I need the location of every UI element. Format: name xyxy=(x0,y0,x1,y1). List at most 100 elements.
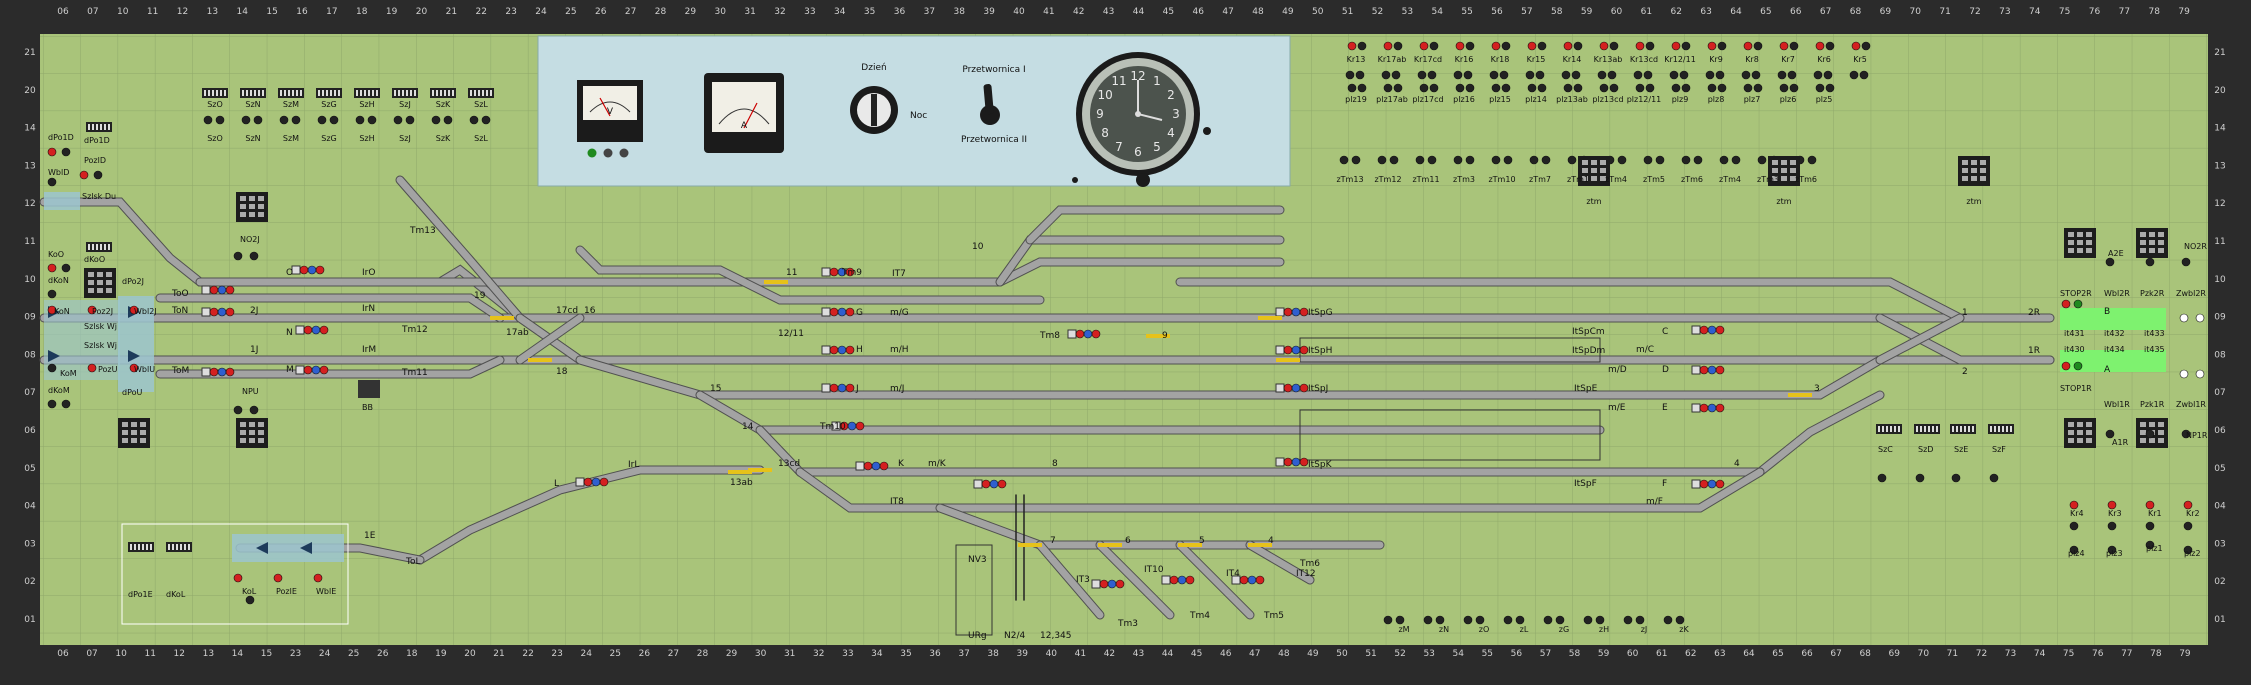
right-lamp-13 xyxy=(2195,369,2205,379)
ruler-bottom-25: 25 xyxy=(610,649,621,659)
left-lamp-18 xyxy=(233,405,243,415)
ztm-keypad-1-key xyxy=(1781,176,1787,181)
kr-lamp-Kr5 xyxy=(1851,41,1861,51)
signal-h[interactable] xyxy=(821,345,831,355)
kr-lamp-Kr13 xyxy=(1347,41,1357,51)
signal-n[interactable] xyxy=(295,325,305,335)
label-irl: IrL xyxy=(628,460,639,470)
track-k[interactable] xyxy=(756,391,1884,476)
label-10: 10 xyxy=(972,242,984,252)
track-tm10[interactable] xyxy=(696,391,1604,434)
label-17cd: 17cd xyxy=(556,306,578,316)
ruler-top-36: 36 xyxy=(894,7,906,17)
signal-tm8[interactable] xyxy=(1067,329,1077,339)
right-lamp-19 xyxy=(2107,500,2117,510)
sz-button-SzN[interactable] xyxy=(240,88,266,98)
dkoo-chip[interactable] xyxy=(86,242,112,252)
szf-chip[interactable] xyxy=(1988,424,2014,434)
sz-button-SzH[interactable] xyxy=(354,88,380,98)
label-tm10: Tm10 xyxy=(819,422,846,432)
ztm-label-0: zTm13 xyxy=(1336,175,1363,184)
label-h: H xyxy=(856,345,863,355)
right-lamp-0 xyxy=(2061,299,2071,309)
signal-c[interactable] xyxy=(1691,325,1701,335)
label-17ab: 17ab xyxy=(506,328,529,338)
converter-switch[interactable]: Przetwornica I Przetwornica II xyxy=(961,65,1027,145)
signal-it8[interactable] xyxy=(973,479,983,489)
signal-j[interactable] xyxy=(821,383,831,393)
signal-k[interactable] xyxy=(855,461,865,471)
signal-11[interactable] xyxy=(821,267,831,277)
track-tom[interactable] xyxy=(156,356,504,378)
no2r-keypad-key xyxy=(2140,240,2146,245)
signal-itspg[interactable] xyxy=(1275,307,1285,317)
track-x3[interactable] xyxy=(1876,314,2054,364)
sz-button-SzK[interactable] xyxy=(430,88,456,98)
szc-chip[interactable] xyxy=(1876,424,1902,434)
ztm-lamp2-9 xyxy=(1693,155,1703,165)
ruler-bottom-24: 24 xyxy=(319,649,331,659)
dpo1d-chip-pin xyxy=(96,124,98,130)
track-l[interactable] xyxy=(416,466,764,564)
signal-o-red xyxy=(299,265,309,275)
clock-numeral: 8 xyxy=(1101,126,1109,140)
sze-chip[interactable] xyxy=(1950,424,1976,434)
track-x4[interactable] xyxy=(1876,314,1964,364)
track-c[interactable] xyxy=(1176,278,1964,322)
sz-lamp2-SzK xyxy=(443,115,453,125)
sz-button-SzJ[interactable] xyxy=(392,88,418,98)
signal-itsph[interactable] xyxy=(1275,345,1285,355)
signal-d[interactable] xyxy=(1691,365,1701,375)
ztm-label-8: zTm5 xyxy=(1643,175,1665,184)
bb-box[interactable] xyxy=(358,380,380,398)
szd-chip[interactable] xyxy=(1914,424,1940,434)
signal-o[interactable] xyxy=(291,265,301,275)
a2e-keypad-key xyxy=(2068,232,2074,237)
track-it8[interactable] xyxy=(796,468,1764,512)
signal-ton[interactable] xyxy=(201,307,211,317)
sz-button-SzO[interactable] xyxy=(202,88,228,98)
signal-too[interactable] xyxy=(201,285,211,295)
signal-it10[interactable] xyxy=(1161,575,1171,585)
signal-g[interactable] xyxy=(821,307,831,317)
ruler-bottom-73: 73 xyxy=(2005,649,2016,659)
ruler-top-20: 20 xyxy=(416,7,428,17)
track-ton[interactable] xyxy=(156,294,504,322)
track-it3[interactable] xyxy=(1036,541,1104,619)
signal-m[interactable] xyxy=(295,365,305,375)
signal-tom[interactable] xyxy=(201,367,211,377)
signal-11-red xyxy=(829,267,839,277)
kr-lamp-b-Kr6 xyxy=(1813,70,1823,80)
signal-e[interactable] xyxy=(1691,403,1701,413)
track-stub-15[interactable] xyxy=(576,246,1044,304)
track-it4[interactable] xyxy=(1176,541,1254,619)
signal-it3[interactable] xyxy=(1091,579,1101,589)
ztm-keypad-1-key xyxy=(1790,176,1796,181)
sz-button-SzG[interactable] xyxy=(316,88,342,98)
ammeter: A xyxy=(704,73,784,153)
track-it12[interactable] xyxy=(1246,541,1314,584)
label-11: 11 xyxy=(786,268,797,278)
dpo2j-keypad-key xyxy=(106,272,112,277)
track-x2[interactable] xyxy=(516,314,584,364)
label-stop2r: STOP2R xyxy=(2060,289,2092,298)
signal-f[interactable] xyxy=(1691,479,1701,489)
track-it10[interactable] xyxy=(1096,541,1174,619)
sz-button-SzM[interactable] xyxy=(278,88,304,98)
dkol-chip[interactable] xyxy=(166,542,192,552)
dpo1d-chip[interactable] xyxy=(86,122,112,132)
signal-l[interactable] xyxy=(575,477,585,487)
label-tm5: Tm5 xyxy=(1263,611,1284,621)
dpo1e-chip[interactable] xyxy=(128,542,154,552)
signal-k-red xyxy=(863,461,873,471)
track-it7[interactable] xyxy=(196,258,1284,286)
sz-button-SzL[interactable] xyxy=(468,88,494,98)
sz-button-SzG-pin xyxy=(322,90,324,96)
signal-itspk[interactable] xyxy=(1275,457,1285,467)
signal-itspj[interactable] xyxy=(1275,383,1285,393)
track-10b[interactable] xyxy=(1026,206,1284,244)
day-night-knob[interactable]: Dzień Noc xyxy=(850,63,927,134)
kr-lamp-Kr8 xyxy=(1743,41,1753,51)
clock-knob[interactable] xyxy=(1136,173,1150,187)
ruler-top-75: 75 xyxy=(2059,7,2070,17)
